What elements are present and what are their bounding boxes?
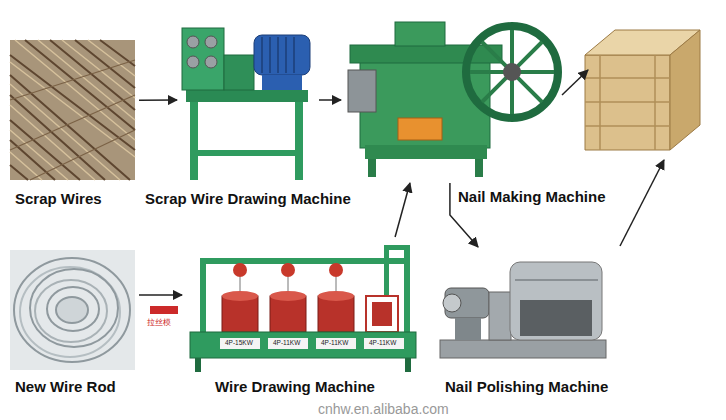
scrap-wires-photo-part: [10, 60, 135, 180]
machine-label: Scrap Wires: [15, 190, 102, 208]
nail-polishing-machine-part: [443, 294, 461, 312]
wooden-crate-part: [670, 30, 700, 150]
wire-rod-photo-part: [30, 269, 118, 347]
machine-marking: 4P-11KW: [369, 339, 396, 346]
machine-marking: 拉丝模: [147, 318, 171, 327]
flow-arrow: [139, 99, 177, 101]
scrap-wires-photo-part: [10, 40, 135, 180]
wire-rod-photo-part: [47, 287, 99, 331]
wire-rod-photo-part: [14, 258, 130, 362]
flow-arrow: [139, 294, 182, 296]
machine-node: Scrap Wires: [10, 40, 135, 180]
wire-drawing-machine-part: [150, 306, 178, 314]
nail-making-machine-part: [348, 70, 376, 112]
wire-drawing-machine: [150, 245, 416, 372]
nail-polishing-machine-part: [515, 279, 598, 281]
wire-rod-photo-part: [10, 250, 135, 370]
wooden-crate-part: [585, 55, 670, 150]
machine-node: Wire Drawing Machine: [185, 240, 420, 375]
flow-arrow: [319, 99, 341, 101]
wire-drawing-machine-part: [222, 291, 258, 301]
wire-drawing-machine-part: [190, 332, 416, 358]
scrap-wires-photo-part: [10, 40, 135, 180]
nail-making-machine-part: [466, 26, 558, 118]
wire-drawing-machine-part: [329, 263, 343, 277]
nail-polishing-machine-part: [489, 292, 511, 340]
machine-node: Nail Making Machine: [345, 15, 560, 180]
wire-rod-photo: [10, 250, 135, 370]
wire-drawing-machine-part: [366, 296, 398, 332]
nail-making-machine-part: [470, 30, 554, 114]
to-crate-arrows-part: [562, 70, 588, 95]
nail-making-machine-part: [395, 22, 445, 46]
scrap-wire-drawing-machine-part: [205, 36, 217, 48]
scrap-wire-drawing-machine-part: [262, 75, 302, 90]
machine-marking: 4P-11KW: [273, 339, 300, 346]
machine-label: Scrap Wire Drawing Machine: [145, 190, 351, 208]
scrap-wire-drawing-machine-part: [205, 56, 217, 68]
nail-polishing-machine: [440, 262, 606, 358]
wire-drawing-machine-part: [281, 263, 295, 277]
wire-drawing-machine-part: [268, 338, 308, 349]
flow-arrow: [395, 183, 410, 237]
scrap-wire-drawing-machine-part: [182, 28, 224, 90]
scrap-wire-drawing-machine-part: [187, 36, 199, 48]
machine-node: New Wire Rod: [10, 250, 135, 370]
to-crate-arrows-part: [620, 160, 664, 246]
machine-node: Scrap Wire Drawing Machine: [180, 15, 315, 185]
machine-label: Nail Making Machine: [458, 188, 606, 206]
wire-drawing-machine-part: [318, 296, 354, 332]
machine-marking: 4P-15KW: [225, 339, 253, 346]
scrap-wire-drawing-machine-part: [254, 35, 310, 75]
wire-drawing-machine-part: [372, 302, 392, 326]
scrap-wire-drawing-machine-part: [224, 55, 254, 90]
nail-making-machine-part: [365, 145, 487, 159]
scrap-wires-photo: [10, 40, 135, 180]
wire-drawing-machine-part: [195, 358, 201, 372]
scrap-wire-drawing-machine-part: [190, 100, 198, 180]
to-crate-arrows: [562, 70, 664, 246]
nail-polishing-machine-part: [510, 262, 602, 340]
wooden-crate-part: [585, 55, 670, 150]
machine-label: New Wire Rod: [15, 378, 116, 396]
machine-node: Nail Polishing Machine: [435, 250, 610, 370]
scrap-wires-photo-part: [10, 40, 135, 180]
wire-drawing-machine-part: [270, 296, 306, 332]
nail-making-machine-part: [398, 118, 442, 140]
nail-making-machine: [348, 22, 558, 177]
watermark: cnhw.en.alibaba.com: [318, 401, 449, 417]
wire-drawing-machine-part: [316, 338, 356, 349]
nail-making-machine-part: [350, 45, 502, 63]
wire-drawing-machine-part: [405, 358, 411, 372]
wire-drawing-machine-part: [318, 291, 354, 301]
wire-drawing-machine-part: [233, 263, 247, 277]
wire-drawing-machine-part: [222, 296, 258, 332]
scrap-wire-drawing-machine-part: [186, 90, 308, 102]
wire-drawing-machine-part: [200, 258, 410, 264]
scrap-wire-drawing-machine-part: [190, 150, 303, 156]
nail-making-machine-part: [503, 63, 521, 81]
wire-drawing-machine-part: [270, 291, 306, 301]
scrap-wire-drawing-machine-part: [262, 37, 294, 73]
scrap-wire-drawing-machine-part: [295, 100, 303, 180]
wire-rod-photo-part: [56, 297, 88, 323]
wire-rod-photo-part: [35, 280, 107, 342]
wire-rod-photo-part: [20, 267, 120, 357]
nail-polishing-machine-part: [520, 300, 592, 336]
scrap-wire-drawing-machine: [182, 28, 310, 180]
machine-label: Wire Drawing Machine: [215, 378, 375, 396]
nail-polishing-machine-part: [440, 340, 606, 358]
machine-label: Nail Polishing Machine: [445, 378, 608, 396]
wire-drawing-machine-part: [364, 338, 404, 349]
machine-marking: 4P-11KW: [321, 339, 348, 346]
nail-polishing-machine-part: [455, 318, 481, 340]
wooden-crate: [585, 30, 700, 150]
wire-drawing-machine-part: [220, 338, 260, 349]
scrap-wire-drawing-machine-part: [187, 56, 199, 68]
